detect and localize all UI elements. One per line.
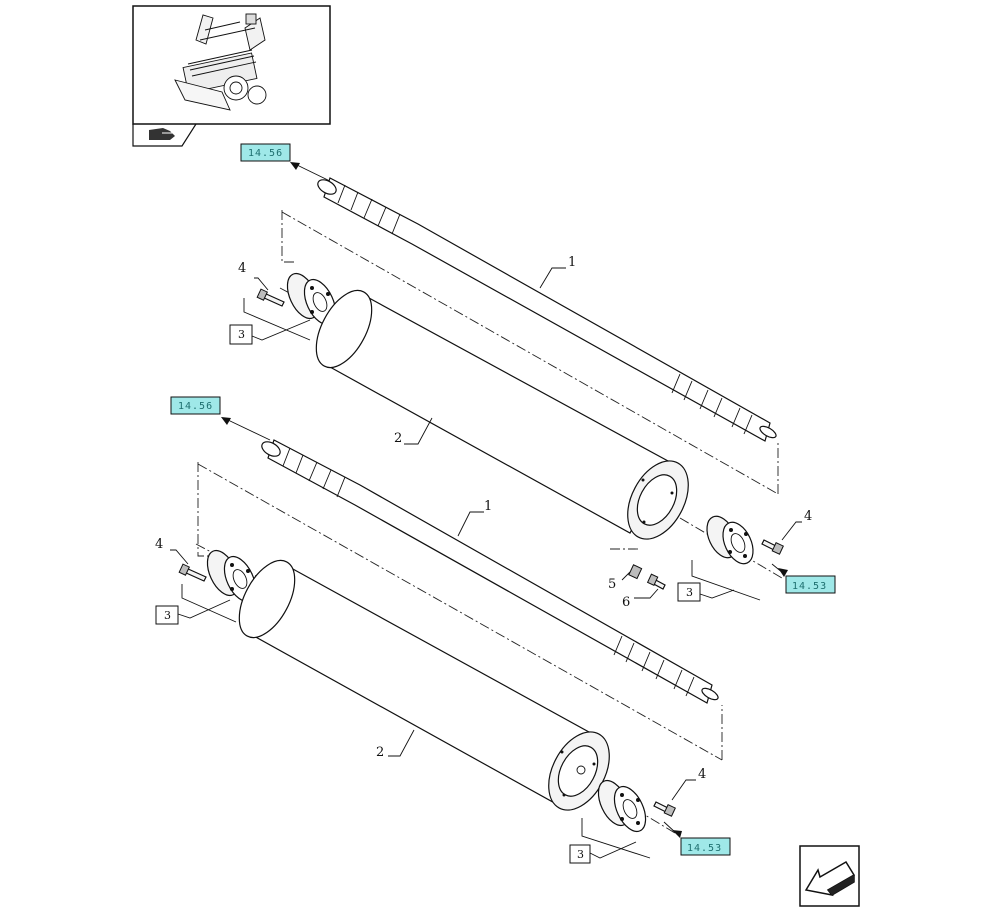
svg-text:4: 4 [155, 537, 163, 552]
svg-text:2: 2 [376, 745, 384, 760]
ref-tag-top-left[interactable]: 14.56 [240, 143, 335, 184]
svg-text:14.56: 14.56 [248, 148, 283, 159]
bolt-6: 6 [622, 573, 666, 610]
nut-5: 5 [608, 564, 643, 592]
svg-text:5: 5 [608, 577, 616, 592]
arrow-down-left-icon [804, 860, 856, 897]
svg-text:4: 4 [804, 509, 812, 524]
flange-bottom-right [597, 779, 647, 833]
screw-bottom-right: 4 [653, 767, 706, 817]
label-flange-top-left: 3 [229, 298, 311, 345]
ref-tag-bottom-right[interactable]: 14.53 [663, 821, 731, 856]
svg-text:3: 3 [164, 609, 171, 622]
svg-text:3: 3 [238, 328, 245, 341]
shaft-top [317, 177, 777, 442]
shaft-bottom [261, 439, 719, 704]
label-shaft-bottom: 1 [457, 499, 492, 537]
svg-text:3: 3 [577, 848, 584, 861]
svg-text:14.53: 14.53 [792, 581, 827, 592]
svg-text:1: 1 [568, 255, 576, 270]
screw-top-right: 4 [761, 509, 812, 555]
svg-text:14.53: 14.53 [687, 843, 722, 854]
screw-bottom-left: 4 [155, 537, 207, 582]
shell-top [315, 289, 689, 540]
label-flange-bottom-left: 3 [155, 584, 237, 625]
svg-text:4: 4 [698, 767, 706, 782]
label-flange-top-right: 3 [677, 560, 761, 602]
svg-text:3: 3 [686, 586, 693, 599]
ref-tag-mid-left[interactable]: 14.56 [170, 396, 271, 441]
book-icon [149, 128, 175, 140]
label-shaft-top: 1 [539, 255, 576, 289]
ref-tag-right-mid[interactable]: 14.53 [771, 563, 836, 594]
previous-page-button[interactable] [799, 845, 860, 907]
overview-thumbnail[interactable] [132, 5, 331, 147]
svg-text:6: 6 [622, 595, 630, 610]
label-shell-bottom: 2 [376, 729, 415, 760]
svg-text:1: 1 [484, 499, 492, 514]
label-flange-bottom-right: 3 [569, 818, 651, 864]
svg-text:2: 2 [394, 431, 402, 446]
svg-text:4: 4 [238, 261, 246, 276]
label-shell-top: 2 [394, 417, 433, 446]
screw-top-left: 4 [238, 261, 285, 307]
flange-top-right [706, 515, 754, 565]
shell-bottom [238, 559, 610, 811]
svg-text:14.56: 14.56 [178, 401, 213, 412]
